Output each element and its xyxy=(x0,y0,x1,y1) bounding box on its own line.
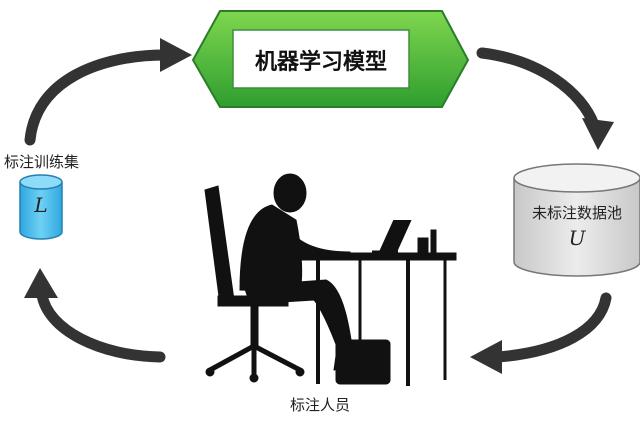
unlabeled-pool-title: 未标注数据池 xyxy=(514,202,640,223)
model-label: 机器学习模型 xyxy=(248,44,394,76)
unlabeled-pool-symbol: U xyxy=(514,226,640,250)
training-set-symbol: L xyxy=(22,193,60,217)
annotator-silhouette xyxy=(205,174,456,386)
arrowhead-pool-to-annotator xyxy=(470,340,502,374)
arrowhead-annotator-to-training xyxy=(24,268,58,298)
arrowhead-model-to-pool xyxy=(582,118,614,150)
arrow-training-to-model xyxy=(30,55,165,140)
annotator-label: 标注人员 xyxy=(260,394,380,415)
arrowhead-training-to-model xyxy=(160,38,192,72)
arrow-annotator-to-training xyxy=(42,295,160,357)
arrow-model-to-pool xyxy=(482,53,594,125)
arrow-pool-to-annotator xyxy=(498,298,606,357)
training-set-title: 标注训练集 xyxy=(4,151,79,172)
